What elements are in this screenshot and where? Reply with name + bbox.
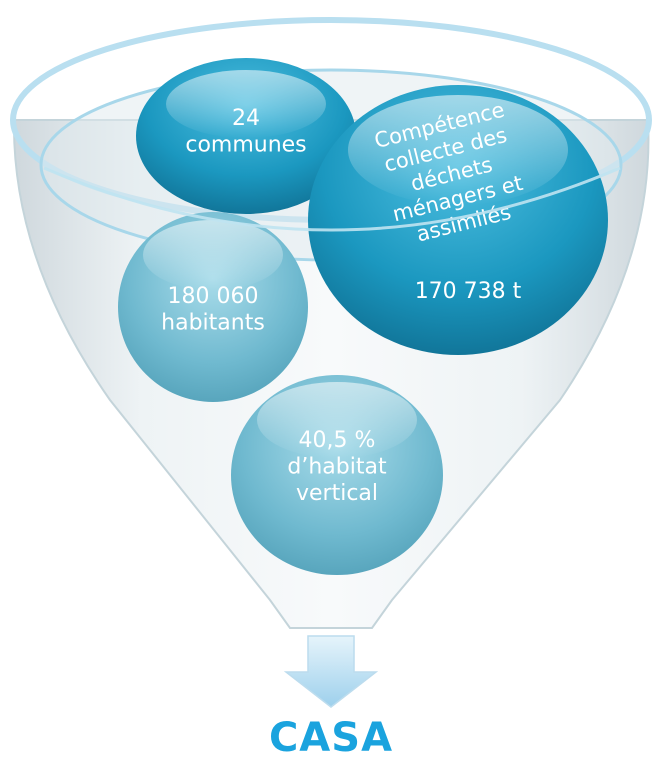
result-label: CASA xyxy=(268,715,394,761)
circle-label-line: 24 xyxy=(232,106,260,131)
circle-label-line: habitants xyxy=(161,310,265,335)
circle-competence: Compétencecollecte desdéchetsménagers et… xyxy=(308,85,608,355)
circle-label-line: d’habitat xyxy=(287,454,387,479)
circle-label-line: 180 060 xyxy=(168,284,259,309)
circle-label-line: vertical xyxy=(296,481,378,506)
down-arrow-icon xyxy=(283,635,379,708)
funnel-rim-front xyxy=(43,166,621,232)
circle-label-line: 170 738 t xyxy=(415,279,522,304)
tonnage-text: 170 738 t xyxy=(415,279,522,304)
circle-label-line: 40,5 % xyxy=(299,428,376,453)
circle-label-line: communes xyxy=(185,132,306,157)
